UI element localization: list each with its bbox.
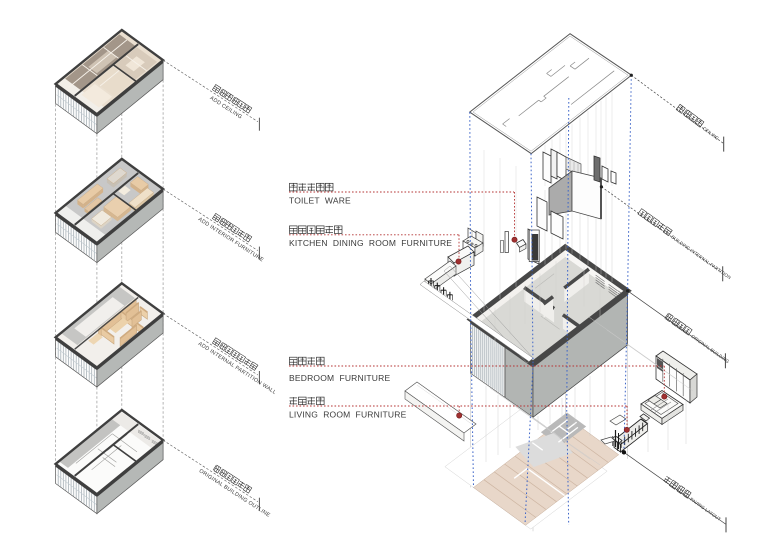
svg-text:ADD INTERNAL PARTITION WALL: ADD INTERNAL PARTITION WALL bbox=[197, 341, 277, 396]
svg-text:TOILET WARE: TOILET WARE bbox=[289, 196, 351, 206]
svg-text:BEDROOM FURNITURE: BEDROOM FURNITURE bbox=[289, 373, 390, 383]
svg-text:PAVING LAYOUT: PAVING LAYOUT bbox=[689, 497, 722, 522]
svg-text:ORIGINAL BUILDING OUTLINE: ORIGINAL BUILDING OUTLINE bbox=[198, 468, 272, 519]
svg-text:BUILDING INTERNAL PARTITION: BUILDING INTERNAL PARTITION bbox=[670, 234, 732, 280]
svg-text:LIVING ROOM FURNITURE: LIVING ROOM FURNITURE bbox=[289, 410, 407, 420]
svg-text:CEILING: CEILING bbox=[702, 126, 720, 141]
svg-text:KITCHEN DINING ROOM FURNITU: KITCHEN DINING ROOM FURNITURE bbox=[289, 238, 452, 248]
svg-text:ORIGINAL BUILDING: ORIGINAL BUILDING bbox=[690, 334, 730, 365]
svg-text:ADD INTERIOR FURNITURE: ADD INTERIOR FURNITURE bbox=[197, 217, 265, 264]
